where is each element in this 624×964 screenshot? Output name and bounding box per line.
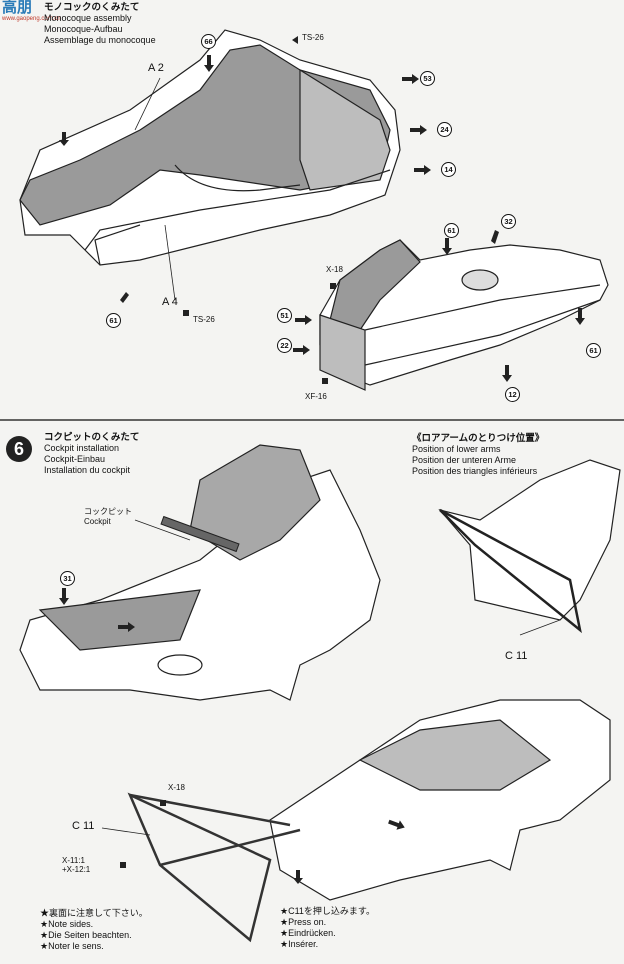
lower-arms-title-de: Position der unteren Arme bbox=[412, 455, 517, 465]
part-callout: 53 bbox=[420, 71, 435, 86]
monocoque-upper bbox=[19, 29, 401, 266]
note-right-fr: ★Insérer. bbox=[280, 939, 319, 949]
note-left-fr: ★Noter le sens. bbox=[40, 941, 104, 951]
c11-left-leader bbox=[101, 827, 151, 836]
part-callout: 51 bbox=[277, 308, 292, 323]
label-ts26-top: TS-26 bbox=[302, 33, 324, 42]
step6-title: コクピットのくみたて Cockpit installation Cockpit-… bbox=[44, 432, 139, 476]
part-callout: 32 bbox=[501, 214, 516, 229]
part-callout: 66 bbox=[201, 34, 216, 49]
label-x18: X-18 bbox=[326, 265, 343, 274]
note-right-jp: ★C11を押し込みます。 bbox=[280, 906, 376, 916]
step6-title-en: Cockpit installation bbox=[44, 443, 120, 453]
step5-title-de: Monocoque-Aufbau bbox=[44, 24, 123, 34]
note-right-en: ★Press on. bbox=[280, 917, 327, 927]
label-xf16: XF-16 bbox=[305, 392, 327, 401]
chassis-lower bbox=[269, 699, 611, 901]
step6-title-fr: Installation du cockpit bbox=[44, 465, 131, 475]
part-callout: 22 bbox=[277, 338, 292, 353]
label-a4: A 4 bbox=[162, 296, 178, 308]
cockpit-label-en: Cockpit bbox=[84, 517, 111, 526]
lower-arms-detail bbox=[438, 459, 621, 634]
watermark: 高朋 www.gaopeng.com.cn bbox=[2, 0, 61, 22]
lower-arms-title: 《ロアアームのとりつけ位置》 Position of lower arms Po… bbox=[412, 433, 544, 477]
paint-mix-line2: +X-12:1 bbox=[62, 865, 91, 874]
lower-arms-title-en: Position of lower arms bbox=[412, 444, 501, 454]
step6-title-de: Cockpit-Einbau bbox=[44, 454, 106, 464]
arrows-step5b bbox=[293, 230, 585, 384]
part-callout: 14 bbox=[441, 162, 456, 177]
lower-arms bbox=[127, 792, 301, 943]
step6-number: 6 bbox=[6, 436, 32, 462]
label-x18-step6: X-18 bbox=[168, 783, 185, 792]
c11-right-leader bbox=[519, 619, 561, 636]
cockpit-assembly bbox=[19, 444, 381, 701]
watermark-logo: 高朋 bbox=[2, 0, 33, 16]
note-left-en: ★Note sides. bbox=[40, 919, 94, 929]
part-callout: 31 bbox=[60, 571, 75, 586]
cockpit-part bbox=[160, 515, 240, 553]
step5-title-jp: モノコックのくみたて bbox=[44, 2, 140, 13]
paint-mix-label: X-11:1 +X-12:1 bbox=[62, 856, 90, 874]
note-left: ★裏面に注意して下さい。 ★Note sides. ★Die Seiten be… bbox=[40, 908, 148, 952]
label-ts26-bottom: TS-26 bbox=[193, 315, 215, 324]
step5-title: モノコックのくみたて Monocoque assembly Monocoque-… bbox=[44, 2, 156, 46]
arrows-step6 bbox=[59, 588, 135, 632]
part-callout: 61 bbox=[106, 313, 121, 328]
note-right: ★C11を押し込みます。 ★Press on. ★Eindrücken. ★In… bbox=[280, 906, 375, 950]
cockpit-label-jp: コックピット bbox=[84, 507, 132, 516]
step5-title-en: Monocoque assembly bbox=[44, 13, 132, 23]
label-c11-left: C 11 bbox=[72, 820, 95, 832]
step6-title-jp: コクピットのくみたて bbox=[44, 432, 140, 443]
arrows-step6b bbox=[120, 800, 405, 884]
part-callout: 24 bbox=[437, 122, 452, 137]
note-left-de: ★Die Seiten beachten. bbox=[40, 930, 132, 940]
part-callout: 61 bbox=[586, 343, 601, 358]
note-right-de: ★Eindrücken. bbox=[280, 928, 336, 938]
note-left-jp: ★裏面に注意して下さい。 bbox=[40, 908, 148, 918]
lower-arms-title-fr: Position des triangles inférieurs bbox=[412, 466, 538, 476]
cockpit-leader bbox=[134, 519, 191, 541]
leader-lines bbox=[134, 77, 176, 301]
part-callout: 61 bbox=[444, 223, 459, 238]
label-a2: A 2 bbox=[148, 62, 164, 74]
lower-arms-title-jp: 《ロアアームのとりつけ位置》 bbox=[412, 433, 545, 444]
arrows-step5 bbox=[59, 36, 431, 316]
step5-title-fr: Assemblage du monocoque bbox=[44, 35, 156, 45]
part-callout: 12 bbox=[505, 387, 520, 402]
cockpit-label: コックピット Cockpit bbox=[84, 506, 132, 526]
watermark-url: www.gaopeng.com.cn bbox=[2, 16, 61, 22]
monocoque-lower bbox=[319, 239, 609, 391]
label-c11-right: C 11 bbox=[505, 650, 528, 662]
paint-mix-line1: X-11:1 bbox=[62, 856, 85, 865]
